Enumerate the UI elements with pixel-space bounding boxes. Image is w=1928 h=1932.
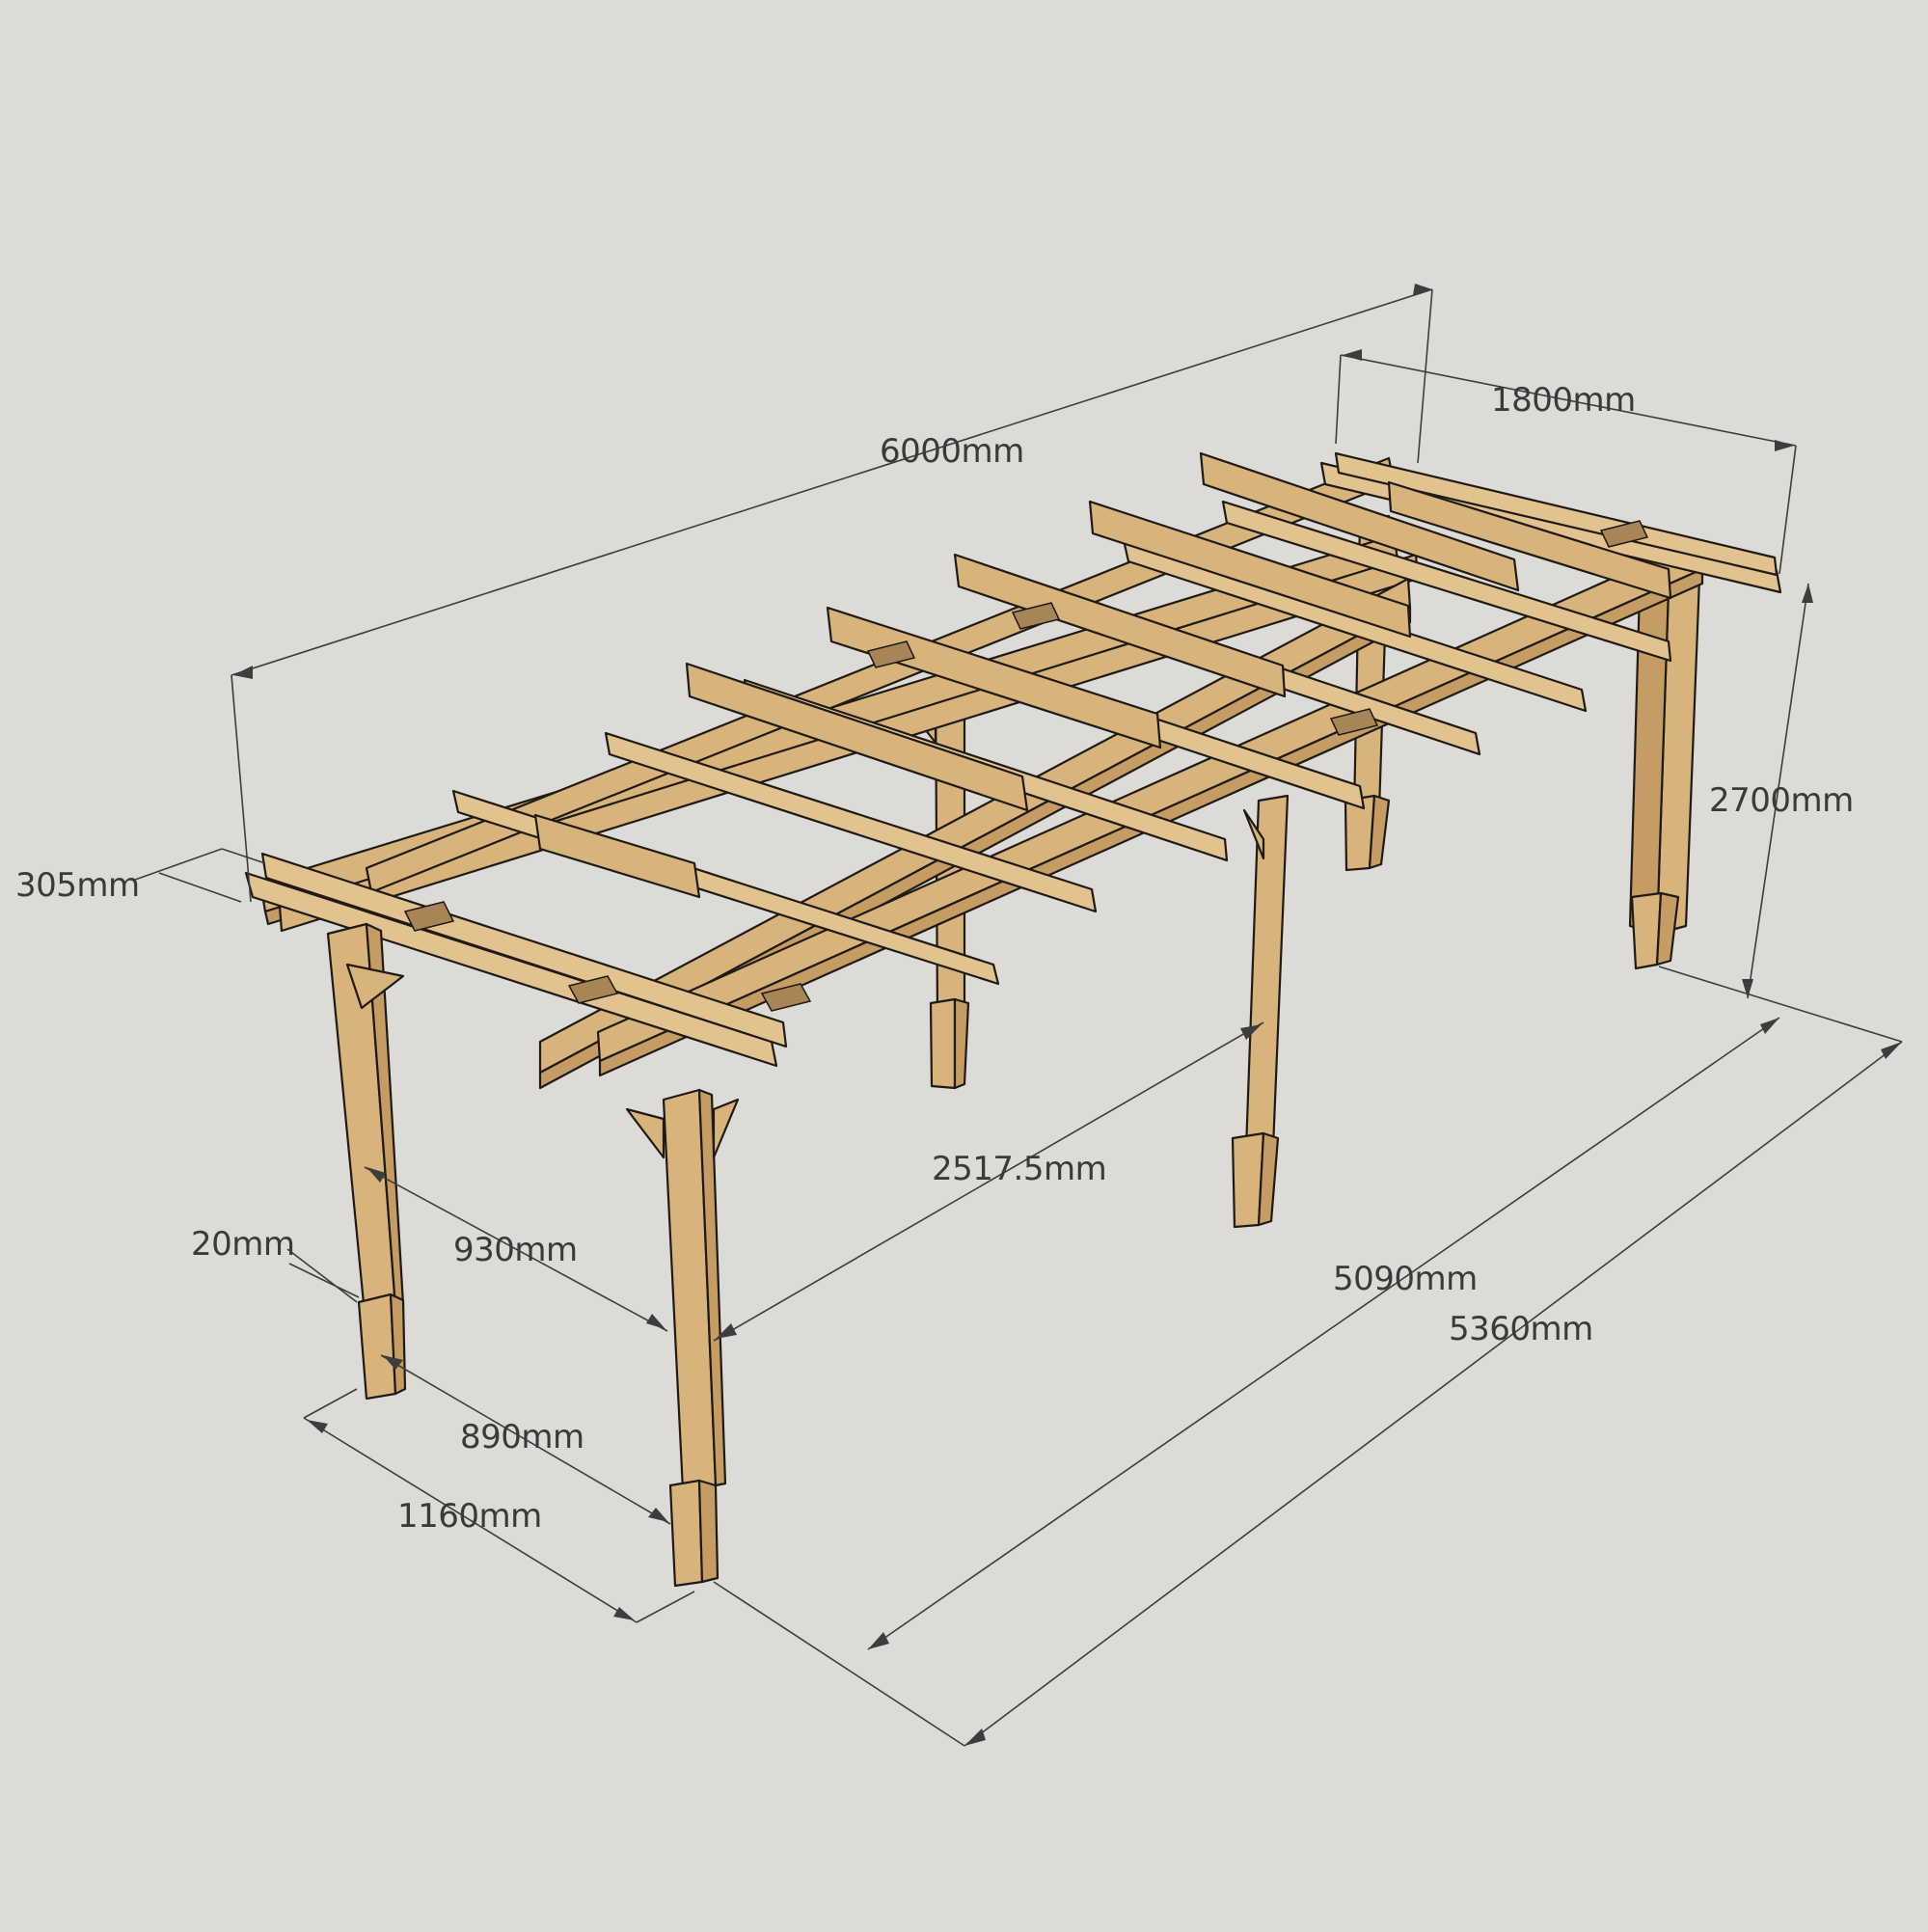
dim-label-outer-length: 5360mm — [1449, 1310, 1593, 1348]
dim-label-overhang: 305mm — [15, 866, 140, 905]
notches — [403, 520, 1649, 1012]
dim-label-base-gap: 20mm — [191, 1225, 295, 1264]
dim-label-post-inner-width: 930mm — [453, 1231, 578, 1269]
dim-label-post-spacing: 2517.5mm — [932, 1150, 1107, 1188]
post-back-right — [1628, 577, 1701, 970]
dim-label-post-outer-inner: 890mm — [460, 1418, 584, 1456]
post-front-right-mid — [1231, 794, 1290, 1229]
rafters — [244, 451, 1782, 1068]
joists — [533, 451, 1672, 899]
dimension-lines — [134, 284, 1903, 1747]
dim-label-height: 2700mm — [1709, 781, 1854, 820]
dim-label-overall-length: 6000mm — [880, 432, 1024, 471]
post-front-center — [625, 1088, 740, 1588]
dim-label-post-outer-width: 1160mm — [397, 1497, 542, 1536]
dim-label-inner-length: 5090mm — [1333, 1260, 1478, 1298]
post-front-left — [326, 922, 407, 1401]
dim-label-rafter-width: 1800mm — [1491, 381, 1636, 420]
